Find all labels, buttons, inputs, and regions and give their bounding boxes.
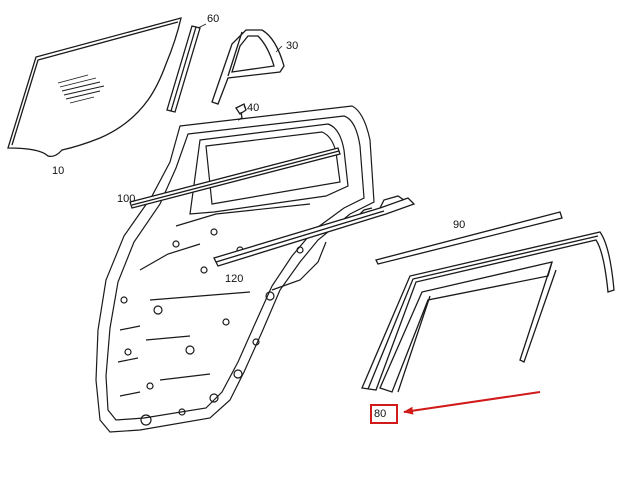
outer-belt-seal-part: [213, 195, 416, 267]
callout-80: 80: [374, 408, 387, 420]
highlight-arrow: [403, 391, 541, 415]
callout-120: 120: [225, 273, 244, 285]
callout-60: 60: [207, 13, 220, 25]
leader-lines: [197, 23, 283, 111]
door-panel-part: [95, 105, 375, 433]
inner-belt-seal-part: [129, 147, 341, 209]
callout-90: 90: [453, 219, 466, 231]
callout-10: 10: [52, 165, 65, 177]
channel-strip-part: [166, 25, 201, 113]
callout-30: 30: [286, 40, 299, 52]
callout-highlight-box: [370, 404, 398, 424]
fixed-window-frame-part: [211, 29, 285, 105]
callout-100: 100: [117, 193, 136, 205]
roof-seal-part: [375, 211, 563, 265]
window-frame-seal-part: [361, 231, 615, 393]
glass-part: [7, 17, 182, 158]
callout-40: 40: [247, 102, 260, 114]
